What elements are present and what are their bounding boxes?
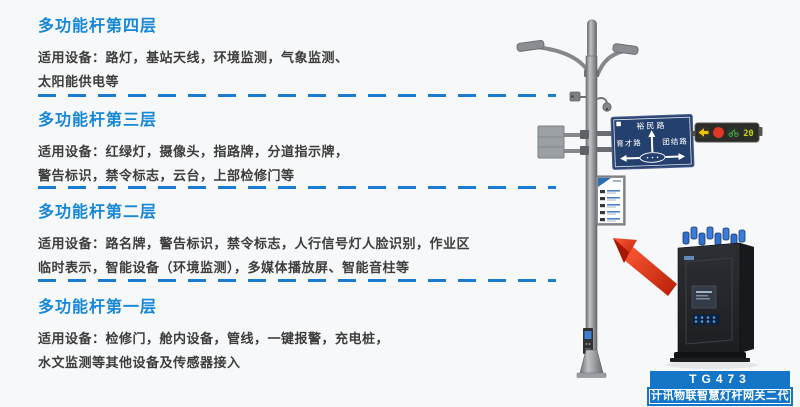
- sign-right-road: 团结路: [662, 136, 688, 147]
- ptz-camera-icon: [596, 96, 612, 112]
- sign-clamp-top: [596, 131, 612, 136]
- layer-2-body: 适用设备：路名牌，警告标识，禁令标志，人行信号灯人脸识别，作业区 临时表示，智能…: [38, 236, 471, 275]
- sign-left-road: 育才路: [616, 137, 642, 148]
- pole-shaft: [585, 55, 598, 357]
- indicator-lights: [692, 314, 720, 325]
- gateway-model-label: TG473: [650, 371, 790, 387]
- red-pointer-arrow: [613, 238, 677, 296]
- layer-section-4: 多功能杆第四层 适用设备：路灯，基站天线，环境监测，气象监测、 太阳能供电等: [38, 12, 563, 94]
- left-lamp-head: [516, 39, 545, 52]
- layer-1-title: 多功能杆第一层: [38, 299, 158, 316]
- dashed-divider-3: [38, 279, 556, 282]
- right-lamp-head: [612, 43, 639, 55]
- street-light-arms: [516, 39, 639, 77]
- brand-logo: [684, 256, 694, 260]
- sign-clamp-bottom: [596, 147, 612, 152]
- layer-1-body: 适用设备：检修门，舱内设备，管线，一键报警，充电桩， 水文监测等其他设备及传感器…: [38, 331, 390, 370]
- smart-pole-illustration: 裕民路 育才路 团结路: [516, 19, 763, 378]
- antenna-connectors: [682, 226, 746, 247]
- device-shadow: [666, 361, 758, 369]
- layer-4-title: 多功能杆第四层: [38, 18, 158, 35]
- layer-section-2: 多功能杆第二层 适用设备：路名牌，警告标识，禁令标志，人行信号灯人脸识别，作业区…: [38, 198, 563, 280]
- road-direction-sign: 裕民路 育才路 团结路: [610, 114, 695, 170]
- layer-2-title: 多功能杆第二层: [38, 204, 158, 221]
- pole-access-panel: [583, 328, 593, 354]
- traffic-light: 20: [691, 122, 763, 143]
- dashed-divider-2: [38, 186, 556, 189]
- sign-corner-badge: [616, 121, 621, 127]
- gateway-device: [670, 226, 754, 362]
- base-station-antenna: [587, 19, 597, 59]
- layer-3-title: 多功能杆第三层: [38, 112, 158, 129]
- cctv-camera-icon: [569, 91, 586, 102]
- layer-section-1: 多功能杆第一层 适用设备：检修门，舱内设备，管线，一键报警，充电桩， 水文监测等…: [38, 293, 563, 375]
- layer-section-3: 多功能杆第三层 适用设备：红绿灯，摄像头，指路牌，分道指示牌， 警告标识，禁令标…: [38, 106, 563, 188]
- gateway-name-label: 计讯物联智慧灯杆网关二代: [649, 389, 791, 404]
- red-lamp: [713, 127, 724, 138]
- pole-poster: [595, 175, 626, 226]
- countdown-display: 20: [743, 129, 753, 139]
- sign-top-road: 裕民路: [636, 120, 666, 131]
- dashed-divider-1: [38, 94, 556, 97]
- left-turn-arrow-lamp: [698, 128, 709, 137]
- pole-base: [576, 349, 607, 378]
- layer-4-body: 适用设备：路灯，基站天线，环境监测，气象监测、 太阳能供电等: [38, 50, 349, 89]
- layer-3-body: 适用设备：红绿灯，摄像头，指路牌，分道指示牌， 警告标识，禁令标志，云台，上部检…: [38, 144, 349, 183]
- bicycle-lamp: [728, 129, 739, 137]
- device-label-sticker: [691, 285, 717, 309]
- side-display-panel: [537, 125, 589, 159]
